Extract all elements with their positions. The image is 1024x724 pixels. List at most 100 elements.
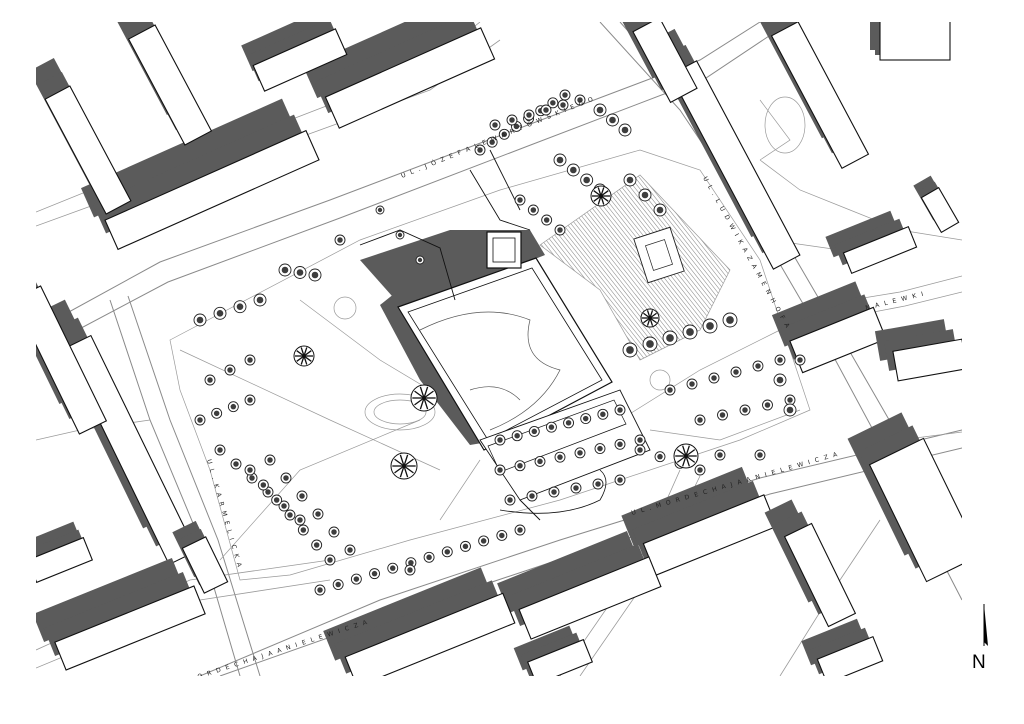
tree-icon xyxy=(526,490,538,502)
tree-icon xyxy=(618,123,632,137)
tree-icon xyxy=(224,364,236,376)
tree-icon xyxy=(278,500,290,512)
tree-icon xyxy=(614,474,626,486)
tree-icon xyxy=(593,103,607,117)
tree-icon xyxy=(682,324,698,340)
tree-icon xyxy=(754,449,766,461)
building xyxy=(81,98,320,251)
tree-icon xyxy=(230,458,242,470)
tree-icon xyxy=(540,104,552,116)
building xyxy=(303,22,496,129)
building xyxy=(36,256,108,435)
tree-icon xyxy=(654,451,666,463)
tree-icon xyxy=(233,300,247,314)
building xyxy=(764,499,857,628)
building xyxy=(751,22,870,170)
street-label-lewartowskiego: U L . J Ó Z E F A L E W A R T O W S K I … xyxy=(399,94,595,180)
building xyxy=(241,22,348,92)
tree-icon xyxy=(332,579,344,590)
tree-icon xyxy=(708,372,720,384)
tree-icon xyxy=(557,99,569,111)
tree-icon xyxy=(774,354,786,366)
building xyxy=(825,210,918,275)
tree-icon xyxy=(762,399,773,411)
large-tree-icon xyxy=(640,308,660,328)
tree-icon xyxy=(293,266,307,279)
tree-icon xyxy=(642,336,658,352)
tree-icon xyxy=(514,524,526,536)
tree-icon xyxy=(722,312,738,328)
tree-icon xyxy=(404,564,416,576)
tree-icon xyxy=(534,455,546,467)
tree-icon xyxy=(514,194,526,206)
tree-icon xyxy=(566,163,580,177)
tree-icon xyxy=(423,551,435,563)
building xyxy=(172,520,229,594)
building xyxy=(36,58,132,215)
tree-icon xyxy=(717,409,728,421)
tree-icon xyxy=(474,144,486,156)
tree-icon xyxy=(506,114,518,126)
tree-icon xyxy=(296,490,308,502)
tree-icon xyxy=(314,584,326,596)
tree-icon xyxy=(545,421,557,433)
tree-icon xyxy=(387,562,399,574)
tree-icon xyxy=(634,434,646,446)
tree-icon xyxy=(580,413,592,425)
tree-icon xyxy=(580,173,594,187)
tree-icon xyxy=(486,136,498,148)
tree-icon xyxy=(494,434,506,446)
tree-icon xyxy=(622,342,638,358)
tree-icon xyxy=(638,188,652,202)
tree-icon xyxy=(554,451,566,463)
tree-icon xyxy=(554,224,566,236)
tree-icon xyxy=(504,494,516,506)
tree-icon xyxy=(773,373,787,387)
tree-icon xyxy=(211,407,223,419)
tree-icon xyxy=(375,205,385,215)
tree-icon xyxy=(312,508,324,520)
large-tree-icon xyxy=(390,452,418,480)
building xyxy=(847,412,962,583)
building xyxy=(497,530,662,640)
tree-icon xyxy=(614,404,626,416)
tree-icon xyxy=(559,89,571,101)
large-tree-icon xyxy=(293,345,315,367)
tree-icon xyxy=(294,514,306,526)
tree-icon xyxy=(244,394,256,406)
tree-icon xyxy=(784,394,796,406)
tree-icon xyxy=(794,354,806,366)
tree-icon xyxy=(528,425,540,437)
tree-icon xyxy=(297,524,309,536)
tree-icon xyxy=(714,449,726,461)
tree-icon xyxy=(570,482,582,494)
tree-icon xyxy=(350,573,362,585)
tree-icon xyxy=(193,313,207,327)
building xyxy=(870,22,951,61)
tree-icon xyxy=(547,97,559,109)
tree-icon xyxy=(574,447,586,459)
tree-icon xyxy=(662,330,678,346)
building xyxy=(621,466,778,576)
tree-icon xyxy=(548,486,560,498)
tree-icon xyxy=(783,403,797,417)
tree-icon xyxy=(308,268,322,282)
building xyxy=(614,22,698,104)
tree-icon xyxy=(702,318,718,334)
tree-icon xyxy=(415,255,425,265)
tree-icon xyxy=(478,535,490,547)
tree-icon xyxy=(204,374,216,386)
tree-icon xyxy=(496,530,508,541)
tree-icon xyxy=(523,109,535,121)
trees-layer xyxy=(193,89,806,596)
tree-icon xyxy=(664,384,676,396)
tree-icon xyxy=(328,526,340,538)
tree-icon xyxy=(730,366,742,378)
building xyxy=(874,319,962,382)
tree-icon xyxy=(214,444,226,456)
street-label-nalewki: N A L E W K I xyxy=(865,290,926,312)
tree-icon xyxy=(494,464,506,476)
tree-icon xyxy=(244,464,256,476)
building-footprints xyxy=(36,22,962,676)
tree-icon xyxy=(344,544,356,556)
